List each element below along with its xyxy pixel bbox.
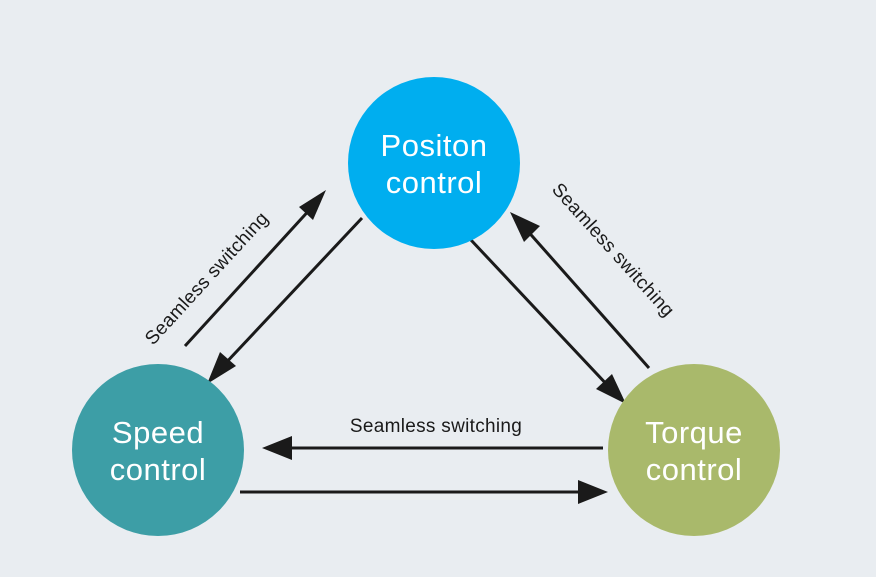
node-position-control: Positon control [348,77,520,249]
node-torque-circle [608,364,780,536]
arrow-position-to-speed [220,216,364,369]
arrow-torque-to-position [523,227,651,369]
arrowhead-speed-to-torque [578,480,608,504]
node-torque-control: Torque control [608,364,780,536]
edge-label-right: Seamless switching [547,179,678,321]
arrowhead-torque-to-speed [262,436,292,460]
arrowhead-torque-to-position [510,212,540,242]
node-position-label-line1: Positon [381,128,488,163]
edge-label-bottom: Seamless switching [350,416,522,437]
arrow-position-to-torque [469,238,613,391]
arrow-speed-to-position [183,204,315,348]
node-position-circle [348,77,520,249]
edge-label-left: Seamless switching [141,208,273,349]
node-position-label-line2: control [386,165,483,200]
arrowhead-speed-to-position [299,190,326,220]
node-speed-label-line1: Speed [112,415,204,450]
node-speed-label-line2: control [110,452,207,487]
node-speed-control: Speed control [72,364,244,536]
node-torque-label-line1: Torque [645,415,743,450]
arrowhead-position-to-torque [596,374,626,404]
arrows [183,190,651,504]
node-speed-circle [72,364,244,536]
arrowhead-position-to-speed [207,352,236,384]
node-torque-label-line2: control [646,452,743,487]
